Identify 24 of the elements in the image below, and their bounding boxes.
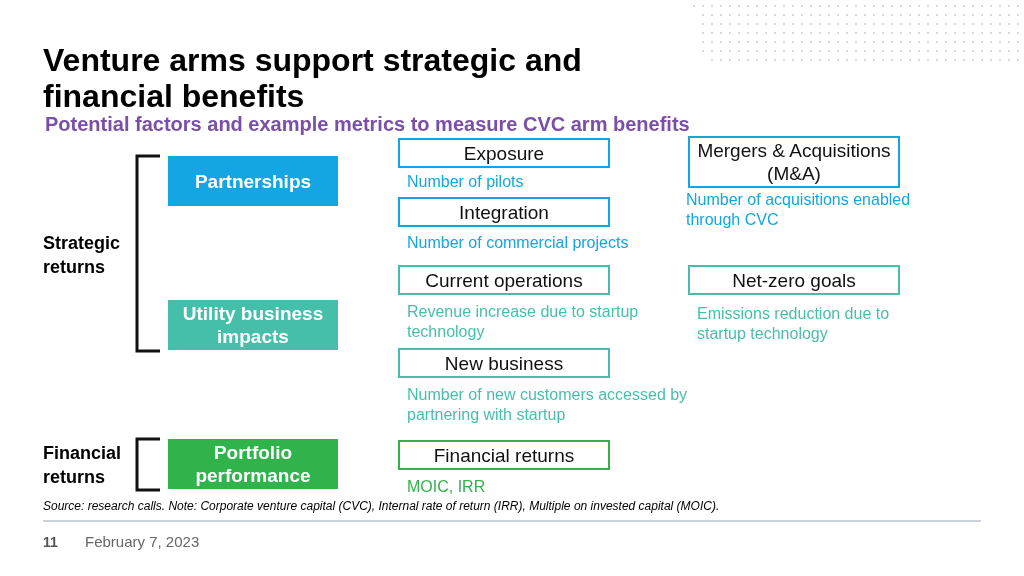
factor-box: Current operations — [398, 265, 610, 295]
group-label: Strategic returns — [43, 232, 122, 279]
portfolio-box: Portfolio performance — [168, 439, 338, 489]
utility-impacts-box: Utility business impacts — [168, 300, 338, 350]
page-number: 11 — [43, 534, 58, 550]
factor-box: Mergers & Acquisitions (M&A) — [688, 136, 900, 188]
metric-text: Number of acquisitions enabled through CVC — [686, 190, 912, 230]
factor-box: Net-zero goals — [688, 265, 900, 295]
factor-box: New business — [398, 348, 610, 378]
source-note: Source: research calls. Note: Corporate venture capital (CVC), Internal rate of return (IRR), Multiple on invested capital (MOIC). — [43, 499, 720, 513]
metric-text: Number of new customers accessed by partnering with startup — [407, 385, 689, 425]
factor-box: Financial returns — [398, 440, 610, 470]
group-label: Financial returns — [43, 442, 123, 489]
partnerships-box: Partnerships — [168, 156, 338, 206]
date-text: February 7, 2023 — [85, 533, 200, 550]
metric-text: MOIC, IRR — [407, 477, 487, 497]
subtitle: Potential factors and example metrics to measure CVC arm benefits — [45, 113, 690, 136]
metric-text: Number of commercial projects — [407, 233, 630, 253]
slide-title: Venture arms support strategic and financial benefits — [43, 42, 583, 114]
metric-text: Number of pilots — [407, 172, 525, 192]
factor-box: Exposure — [398, 138, 610, 168]
factor-box: Integration — [398, 197, 610, 227]
metric-text: Revenue increase due to startup technology — [407, 302, 640, 342]
metric-text: Emissions reduction due to startup technology — [697, 304, 891, 344]
